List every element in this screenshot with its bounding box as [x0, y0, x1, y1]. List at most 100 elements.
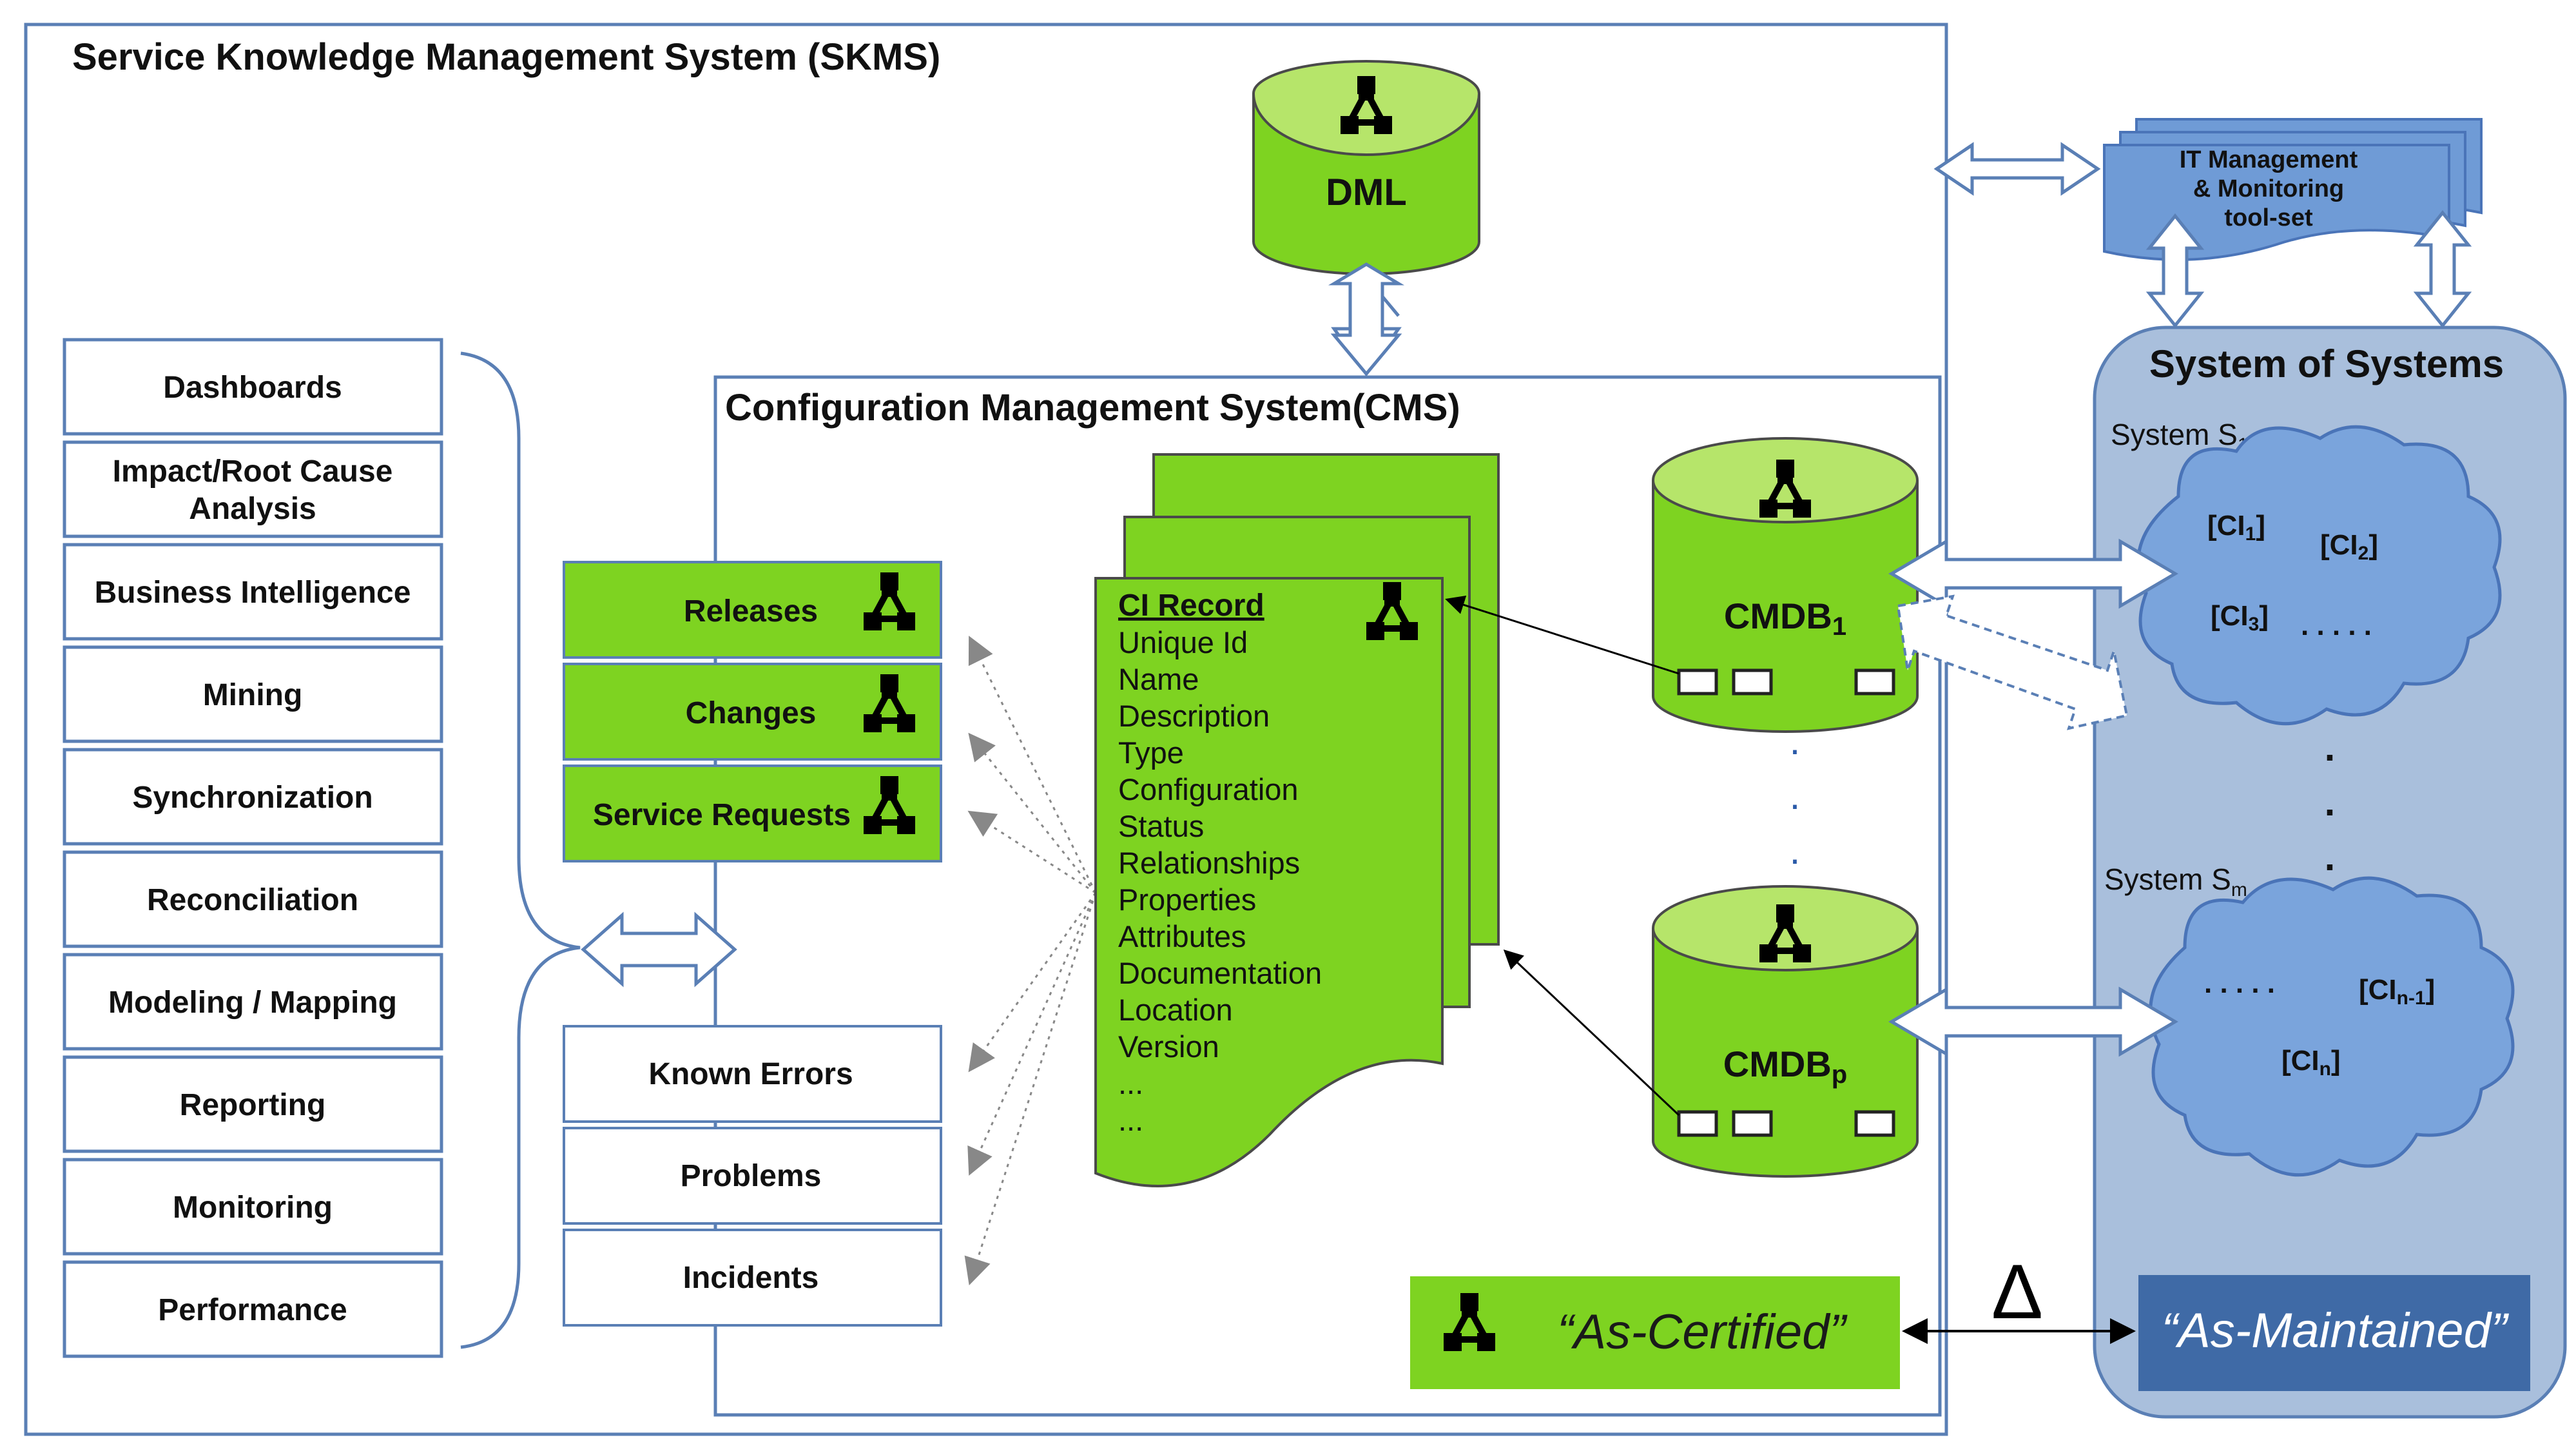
record-green-label: Releases — [684, 594, 818, 628]
tool-item: Performance — [63, 1260, 443, 1358]
ci-record-field: Name — [1118, 662, 1199, 696]
ci-record-heading: CI Record — [1118, 589, 1264, 623]
tool-item-label: Business Intelligence — [95, 576, 411, 610]
ci-record-field: Version — [1118, 1029, 1219, 1064]
record-green: Service Requests — [563, 764, 942, 862]
ci-record-field: Relationships — [1118, 846, 1300, 880]
cmdb1-cloud1-dashed-arrow — [1896, 594, 2129, 730]
cmdb1-to-ci-arrow — [1445, 595, 1680, 675]
sos-dots-3: . — [2325, 835, 2336, 879]
record-links — [964, 636, 1097, 1285]
tool-item-label: Mining — [203, 678, 303, 712]
toolset-sos-arrow-2 — [2413, 209, 2472, 329]
cloud1-ci2: [CI2] — [2320, 529, 2378, 564]
record-white: Problems — [563, 1127, 942, 1225]
cmdb1-cloud1-arrow — [1888, 538, 2178, 609]
ci-record-field: Location — [1118, 993, 1233, 1027]
systemm-label: System Sm — [2104, 862, 2247, 901]
ci-record-field: Description — [1118, 699, 1270, 733]
tool-item: Dashboards — [63, 338, 443, 436]
tool-item-label: Reporting — [180, 1088, 326, 1122]
it-toolset: IT Management & Monitoring tool-set — [2103, 118, 2483, 261]
tool-brace — [460, 351, 581, 1349]
tool-item-label: Modeling / Mapping — [108, 986, 397, 1020]
tool-item: Synchronization — [63, 748, 443, 846]
tool-item-label: Monitoring — [173, 1191, 333, 1225]
cmdbp-label: CMDBp — [1723, 1044, 1847, 1089]
sos-dots-1: . — [2325, 726, 2336, 769]
cmdb-dots-2: . — [1790, 774, 1801, 817]
ci-record-fields: Unique IdNameDescriptionTypeConfiguratio… — [1118, 625, 1322, 1137]
tool-item-label: Dashboards — [163, 371, 342, 405]
sos-dots-2: . — [2325, 781, 2336, 824]
ci-record-field: Documentation — [1118, 956, 1322, 990]
as-maintained-box: “As-Maintained” — [2138, 1275, 2530, 1391]
as-maintained-label: “As-Maintained” — [2162, 1303, 2510, 1358]
ci-record-field: Configuration — [1118, 772, 1299, 806]
cmdbp-cloud2-arrow — [1888, 986, 2178, 1057]
tool-item: Reconciliation — [63, 850, 443, 948]
cmdbp-to-ci-arrow — [1503, 949, 1680, 1116]
cloud1-ci3: [CI3] — [2211, 600, 2269, 635]
it-toolset-line3: tool-set — [2224, 204, 2313, 231]
record-white: Known Errors — [563, 1025, 942, 1123]
cmdb-dots-3: . — [1790, 829, 1801, 872]
it-toolset-line2: & Monitoring — [2193, 175, 2344, 202]
tool-item: Business Intelligence — [63, 543, 443, 641]
brace-cms-arrow — [581, 911, 737, 988]
record-white: Incidents — [563, 1229, 942, 1327]
ci-record-field: Status — [1118, 809, 1204, 843]
record-green: Releases — [563, 561, 942, 659]
ci-record-field: Unique Id — [1118, 625, 1248, 659]
ci-record-field: ... — [1118, 1103, 1143, 1137]
tool-item: Modeling / Mapping — [63, 953, 443, 1051]
delta-symbol: Δ — [1991, 1249, 2043, 1335]
toolset-sos-arrow-1 — [2145, 213, 2205, 329]
cloud1-ci1: [CI1] — [2207, 510, 2265, 545]
record-white-label: Problems — [681, 1159, 822, 1193]
tool-item: Reporting — [63, 1055, 443, 1153]
it-toolset-line1: IT Management — [2180, 146, 2358, 173]
ci-record-field: ... — [1118, 1066, 1143, 1100]
skms-toolset-arrow — [1933, 142, 2101, 196]
tool-item-label: Impact/Root Cause — [113, 454, 393, 489]
dml-label: DML — [1326, 171, 1407, 213]
skms-title: Service Knowledge Management System (SKM… — [72, 36, 940, 78]
ci-record-stack: CI Record Unique IdNameDescriptionTypeCo… — [1094, 453, 1500, 1187]
record-white-label: Known Errors — [648, 1057, 853, 1091]
record-green-label: Service Requests — [593, 798, 851, 832]
tool-item-label: Synchronization — [132, 781, 373, 815]
tool-item: Monitoring — [63, 1158, 443, 1256]
as-certified-label: “As-Certified” — [1557, 1305, 1848, 1359]
system1-cloud: [CI1] [CI2] [CI3] . . . . . — [2136, 425, 2502, 726]
dml-cms-arrow-shape — [1328, 262, 1405, 376]
tool-item-label: Analysis — [189, 492, 316, 526]
ci-record-field: Type — [1118, 735, 1184, 770]
cmdb1-label: CMDB1 — [1724, 596, 1846, 641]
tool-item-label: Performance — [158, 1293, 347, 1327]
cms-title: Configuration Management System(CMS) — [725, 387, 1460, 429]
as-certified-box: “As-Certified” — [1410, 1276, 1900, 1389]
ci-record-field: Attributes — [1118, 919, 1246, 953]
cmdb1-cylinder: CMDB1 — [1652, 437, 1919, 733]
record-white-label: Incidents — [683, 1261, 819, 1295]
record-green-label: Changes — [686, 696, 817, 730]
cloud2-dots: . . . . . — [2204, 968, 2275, 999]
tool-item: Mining — [63, 645, 443, 743]
cloud2-cin: [CIn] — [2281, 1045, 2341, 1080]
cloud1-dots: . . . . . — [2301, 610, 2372, 641]
tool-item-label: Reconciliation — [147, 883, 358, 917]
system1-label: System S1 — [2111, 418, 2249, 456]
systemm-cloud: . . . . . [CIn-1] [CIn] — [2149, 876, 2515, 1177]
cmdb-dots-1: . — [1790, 719, 1801, 763]
ci-record-field: Properties — [1118, 882, 1256, 917]
cloud2-cin1: [CIn-1] — [2359, 974, 2435, 1009]
dml-cylinder: DML — [1252, 60, 1480, 275]
sos-title: System of Systems — [2149, 342, 2504, 385]
record-green: Changes — [563, 663, 942, 761]
cmdbp-cylinder: CMDBp — [1652, 885, 1919, 1178]
